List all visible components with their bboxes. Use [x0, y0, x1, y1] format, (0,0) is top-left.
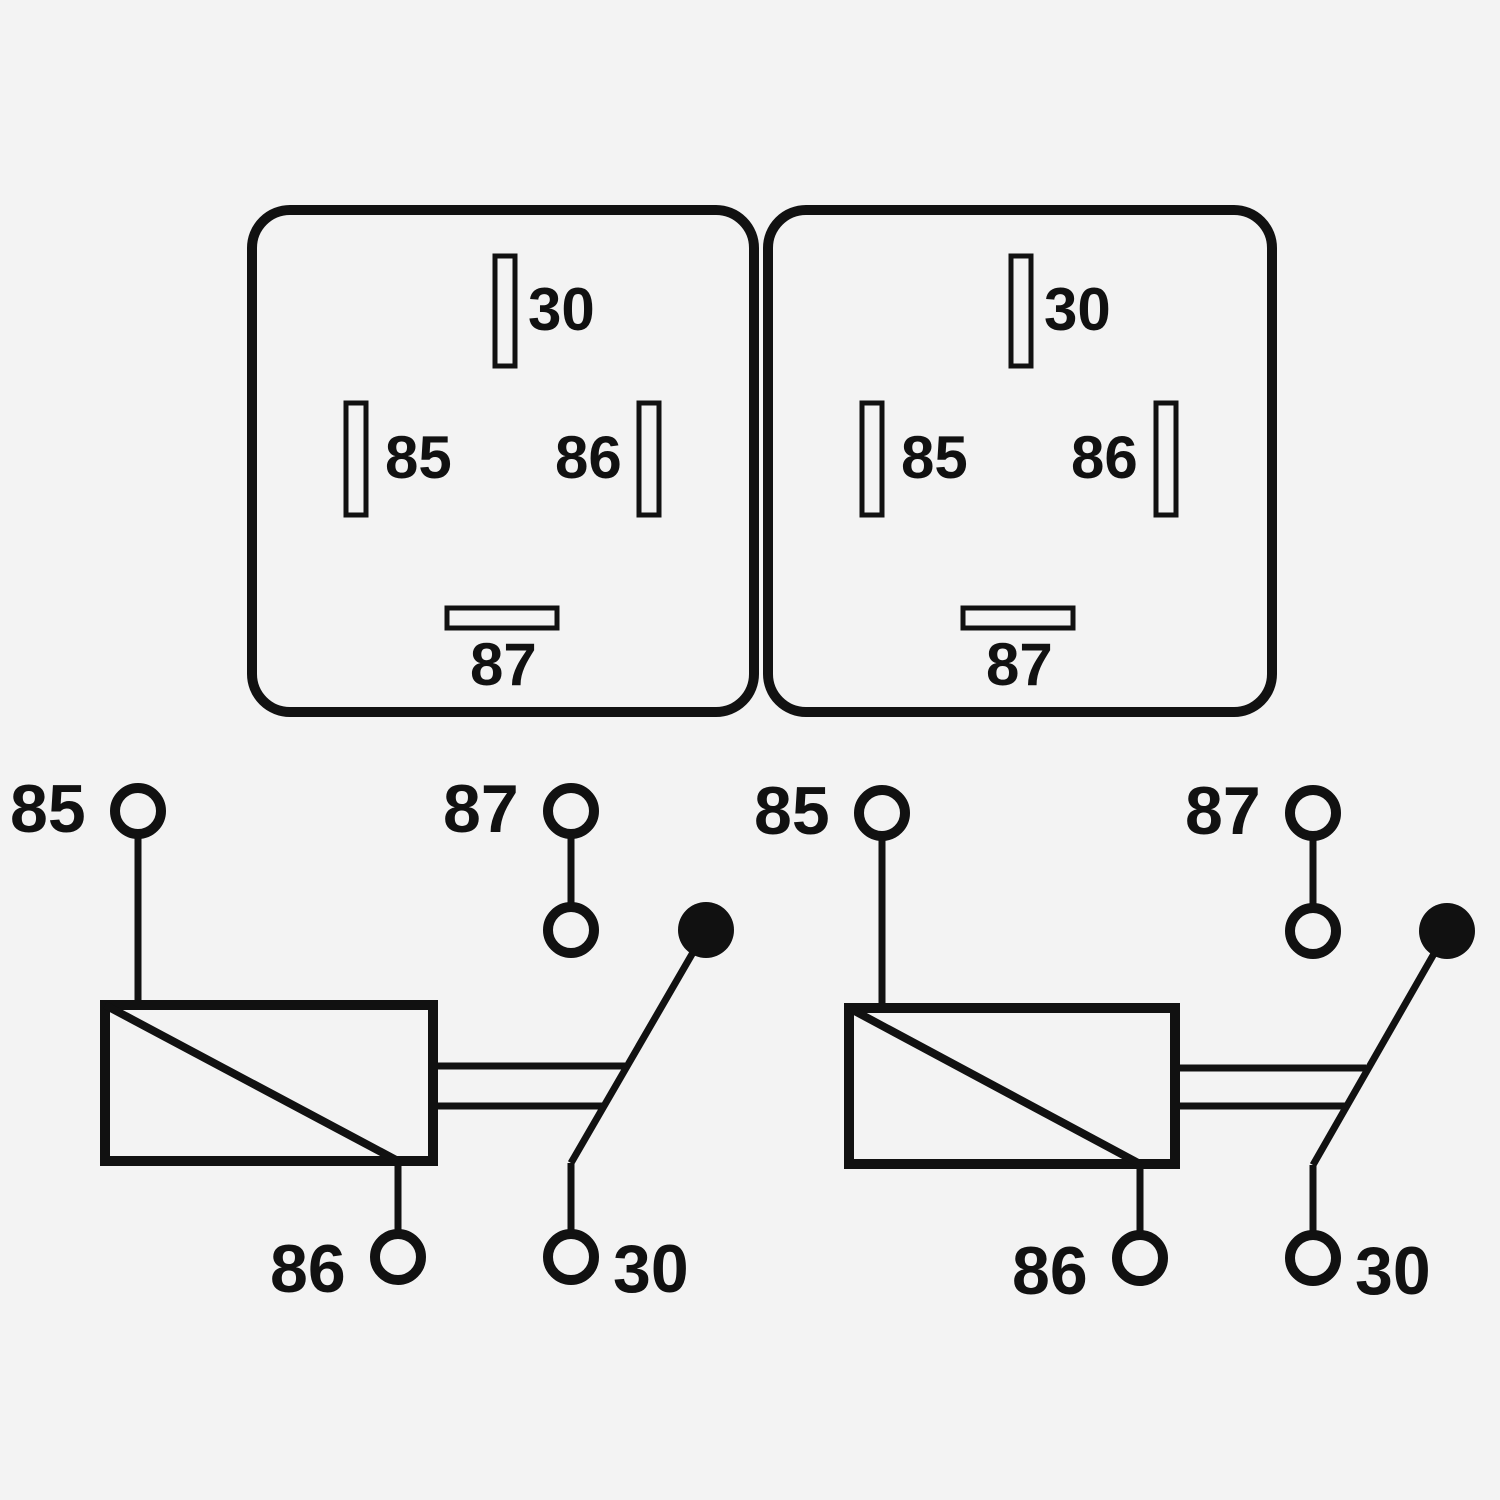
relay-2-pin-87-blade — [960, 605, 1076, 631]
relay-2-terminal-85-icon — [854, 785, 910, 841]
relay-2-pin-86-blade — [1153, 400, 1179, 518]
relay-2-schematic: 85 87 86 30 — [754, 773, 1475, 1309]
relay-2-coil-diagonal — [847, 1004, 1142, 1168]
relay-2-pin-86-label: 86 — [1071, 424, 1138, 491]
relay-2-terminal-86-label: 86 — [1012, 1233, 1088, 1309]
relay-2-terminal-87-icon — [1285, 785, 1341, 841]
relay-2-contact-nc-icon — [1285, 903, 1341, 959]
relay-2-switch-arm — [1309, 929, 1451, 1167]
relay-1-pin-30-label: 30 — [528, 276, 595, 343]
relay-1-pivot-icon — [678, 902, 734, 958]
relay-2-terminal-30-label: 30 — [1355, 1233, 1431, 1309]
relay-1-pin-87-label: 87 — [470, 631, 537, 698]
relay-1-pinout: 30 85 86 87 — [247, 205, 759, 717]
relay-1-pin-30-blade — [492, 253, 518, 369]
relay-2-terminal-85-label: 85 — [754, 773, 830, 849]
relay-2-terminal-87-label: 87 — [1185, 773, 1261, 849]
relay-1-contact-nc-icon — [543, 902, 599, 958]
relay-1-terminal-30-icon — [543, 1229, 599, 1285]
relay-1-pin-86-label: 86 — [555, 424, 622, 491]
relay-2-pin-87-label: 87 — [986, 631, 1053, 698]
relay-1-coil-diagonal — [103, 1001, 400, 1165]
relay-2-pinout: 30 85 86 87 — [763, 205, 1277, 717]
relay-1-pin-85-blade — [343, 400, 369, 518]
relay-1-terminal-85-icon — [110, 783, 166, 839]
relay-1-pin-85-label: 85 — [385, 424, 452, 491]
relay-1-terminal-86-icon — [370, 1229, 426, 1285]
relay-2-terminal-86-icon — [1112, 1230, 1168, 1286]
relay-2-terminal-30-icon — [1285, 1230, 1341, 1286]
relay-1-terminal-87-icon — [543, 783, 599, 839]
relay-1-pin-86-blade — [636, 400, 662, 518]
relay-1-terminal-85-label: 85 — [10, 771, 86, 847]
relay-1-coil — [100, 1000, 438, 1166]
relay-1-terminal-86-label: 86 — [270, 1231, 346, 1307]
relay-1-pin-87-blade — [444, 605, 560, 631]
relay-1-housing — [247, 205, 759, 717]
relay-1-terminal-30-label: 30 — [613, 1231, 689, 1307]
relay-2-coil — [844, 1003, 1180, 1169]
relay-2-housing — [763, 205, 1277, 717]
relay-1-switch-arm — [567, 928, 710, 1165]
relay-1-terminal-87-label: 87 — [443, 771, 519, 847]
relay-2-pin-85-label: 85 — [901, 424, 968, 491]
relay-2-pin-30-blade — [1008, 253, 1034, 369]
relay-2-pin-30-label: 30 — [1044, 276, 1111, 343]
relay-2-pin-85-blade — [859, 400, 885, 518]
relay-2-pivot-icon — [1419, 903, 1475, 959]
relay-1-schematic: 85 87 86 30 — [10, 771, 734, 1307]
